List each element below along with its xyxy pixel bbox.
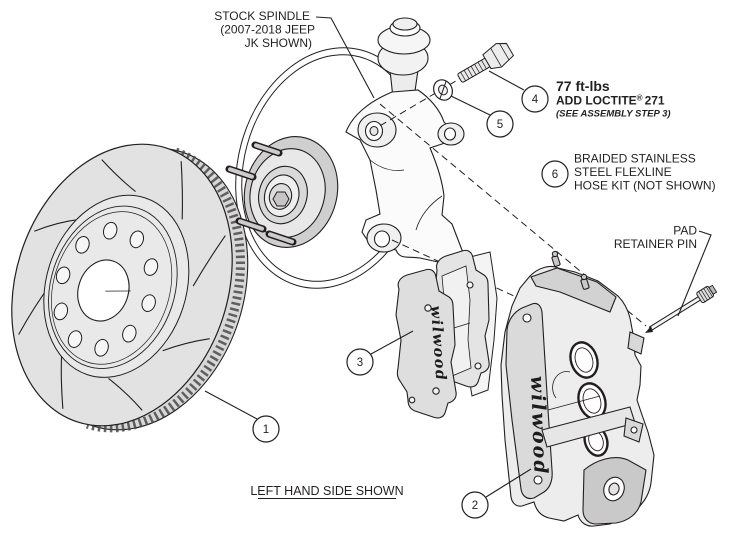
callout-6: 6: [541, 160, 569, 188]
leader-callout-3: [370, 330, 414, 355]
wheel-studs: [225, 141, 297, 246]
label-pad-retainer: PAD RETAINER PIN: [614, 224, 697, 252]
label-stock-spindle: STOCK SPINDLE (2007-2018 JEEP JK SHOWN): [214, 9, 315, 50]
rotor-lug-holes: [53, 221, 159, 357]
label-torque: 77 ft-lbs ADD LOCTITE®271 (SEE ASSEMBLY …: [556, 78, 671, 120]
bolt-drawing: [457, 42, 515, 83]
callout-6-number: 6: [552, 169, 558, 181]
pad-retainer-line2: RETAINER PIN: [614, 237, 697, 251]
hose-kit-line1: BRAIDED STAINLESS: [574, 152, 696, 166]
leader-pad-retainer-pin: [677, 230, 712, 317]
callout-3: 3: [346, 348, 374, 376]
hose-kit-line2: STEEL FLEXLINE: [574, 165, 672, 179]
pad-retainer-line1: PAD: [673, 224, 697, 238]
caliper-drawing: wilwood: [500, 250, 655, 527]
callouts: 1 2 3 4 5 6: [252, 85, 569, 519]
pad-brand-script: wilwood: [427, 305, 449, 382]
bleed-screws: [551, 250, 590, 290]
callout-4-number: 4: [532, 94, 539, 106]
pad-retainer-pin-drawing: [645, 284, 718, 333]
axle-nut: [272, 191, 290, 207]
label-hose-kit: BRAIDED STAINLESS STEEL FLEXLINE HOSE KI…: [574, 152, 716, 193]
rotor-drawing: [11, 143, 249, 433]
leader-stock-spindle: [315, 16, 375, 99]
brake-pads-drawing: wilwood: [395, 249, 490, 419]
hose-kit-line3: HOSE KIT (NOT SHOWN): [574, 179, 716, 193]
callout-3-number: 3: [357, 357, 363, 369]
callout-5-number: 5: [497, 119, 503, 131]
stock-spindle-line1: STOCK SPINDLE: [214, 9, 310, 23]
stock-spindle-line3: JK SHOWN): [245, 36, 312, 50]
torque-value: 77 ft-lbs: [556, 78, 610, 94]
hub-drawing: [225, 136, 339, 248]
leader-callout-2: [485, 468, 532, 498]
callout-1: 1: [252, 415, 280, 443]
leader-lines: [204, 16, 712, 498]
spindle-knuckle-drawing: [345, 17, 471, 273]
washer-drawing: [433, 79, 453, 101]
callout-2-number: 2: [472, 500, 478, 512]
leader-callout-4: [488, 70, 525, 91]
loctite-note: ADD LOCTITE®271: [556, 94, 665, 108]
footer-text: LEFT HAND SIDE SHOWN: [250, 484, 403, 498]
callout-4: 4: [521, 85, 549, 113]
callout-2: 2: [461, 491, 489, 519]
callout-1-number: 1: [263, 424, 269, 436]
caliper-brand-script: wilwood: [526, 375, 551, 475]
assembly-step-note: (SEE ASSEMBLY STEP 3): [556, 109, 671, 120]
leader-callout-5: [450, 95, 491, 116]
callout-5: 5: [486, 110, 514, 138]
label-footer: LEFT HAND SIDE SHOWN: [250, 484, 404, 500]
stock-spindle-line2: (2007-2018 JEEP: [220, 23, 315, 37]
leader-callout-1: [204, 390, 258, 420]
